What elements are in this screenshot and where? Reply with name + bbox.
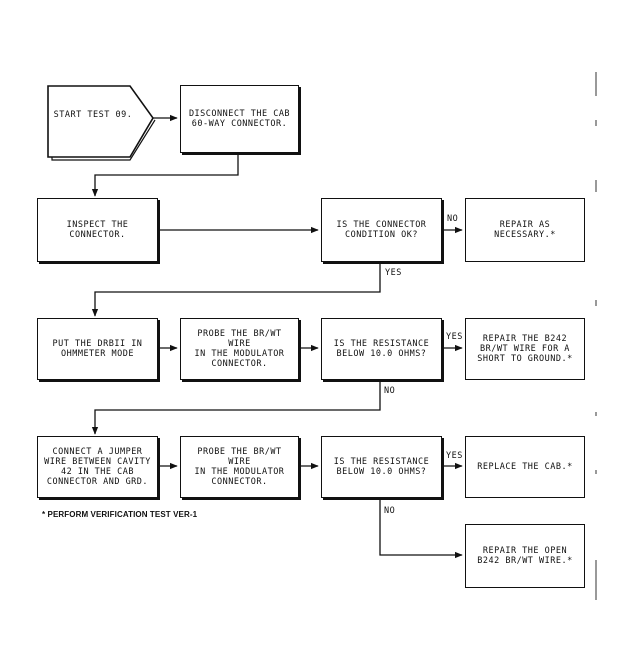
start-arrow-shape: [47, 85, 154, 158]
footnote: * PERFORM VERIFICATION TEST VER-1: [42, 510, 198, 519]
repair-necessary-node: REPAIR AS NECESSARY.*: [465, 198, 585, 262]
edge-label-yes-3: YES: [446, 451, 463, 461]
inspect-node: INSPECT THE CONNECTOR.: [37, 198, 158, 262]
resistance-decision-2: IS THE RESISTANCE BELOW 10.0 OHMS?: [321, 436, 442, 498]
probe-node-2: PROBE THE BR/WT WIRE IN THE MODULATOR CO…: [180, 436, 299, 498]
disconnect-node: DISCONNECT THE CAB 60-WAY CONNECTOR.: [180, 85, 299, 153]
repair-open-node: REPAIR THE OPEN B242 BR/WT WIRE.*: [465, 524, 585, 588]
edge-label-no-1: NO: [447, 214, 459, 224]
start-node: START TEST 09.: [53, 110, 133, 120]
jumper-node: CONNECT A JUMPER WIRE BETWEEN CAVITY 42 …: [37, 436, 158, 498]
edge-disconnect-inspect: [91, 153, 239, 197]
resistance-decision-1: IS THE RESISTANCE BELOW 10.0 OHMS?: [321, 318, 442, 380]
probe-node-1: PROBE THE BR/WT WIRE IN THE MODULATOR CO…: [180, 318, 299, 380]
edge-label-no-2: NO: [384, 386, 396, 396]
replace-cab-node: REPLACE THE CAB.*: [465, 436, 585, 498]
repair-short-node: REPAIR THE B242 BR/WT WIRE FOR A SHORT T…: [465, 318, 585, 380]
edge-label-yes-1: YES: [385, 268, 402, 278]
edge-resistance2-repairopen: [379, 498, 463, 559]
edge-connectorok-ohmmeter: [91, 262, 381, 317]
edge-label-yes-2: YES: [446, 332, 463, 342]
connector-ok-decision: IS THE CONNECTOR CONDITION OK?: [321, 198, 442, 262]
edge-label-no-3: NO: [384, 506, 396, 516]
edge-resistance1-jumper: [91, 380, 381, 435]
ohmmeter-node: PUT THE DRBII IN OHMMETER MODE: [37, 318, 158, 380]
